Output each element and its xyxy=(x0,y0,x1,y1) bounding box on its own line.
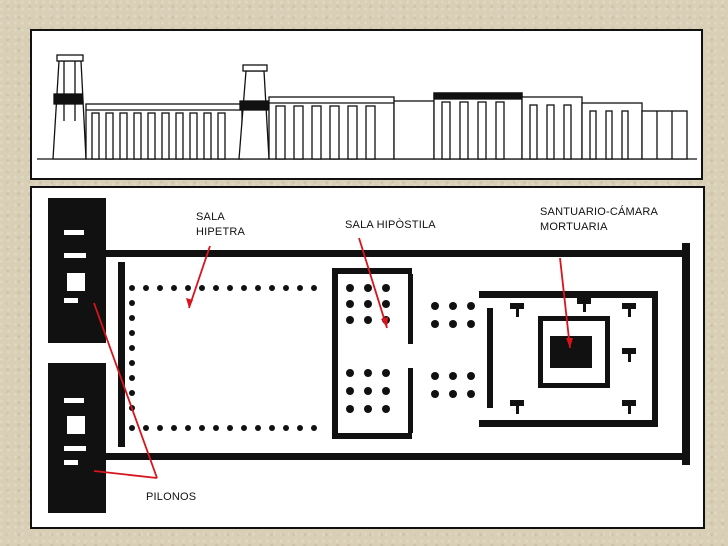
annotation-arrows xyxy=(93,237,573,479)
colonnade-1 xyxy=(91,112,226,160)
arrow-sala-hipostila xyxy=(358,237,388,329)
temple-floor-plan xyxy=(48,198,690,513)
arrow-pilonos-north xyxy=(93,302,158,479)
label-santuario-line1: SANTUARIO-CÁMARA xyxy=(540,206,659,218)
first-pylon xyxy=(52,54,87,160)
pylon-south xyxy=(48,363,106,513)
side-chambers xyxy=(510,298,636,414)
arrow-sala-hipetra xyxy=(188,245,211,309)
label-sala-hipetra-line1: SALA xyxy=(196,211,225,223)
elevation-drawing-panel xyxy=(30,29,703,180)
court-columns xyxy=(129,285,317,431)
pylon-north xyxy=(48,198,106,343)
arrow-pilonos-south xyxy=(93,470,158,479)
label-sala-hipetra-line2: HIPETRA xyxy=(196,226,246,238)
floor-plan-panel: SALA HIPETRA SALA HIPÒSTILA SANTUARIO-CÁ… xyxy=(30,186,705,529)
colonnade-2 xyxy=(275,105,376,160)
label-pilonos: PILONOS xyxy=(146,491,197,503)
label-sala-hipostila: SALA HIPÒSTILA xyxy=(345,219,436,231)
plan-walls xyxy=(48,198,690,513)
label-santuario-line2: MORTUARIA xyxy=(540,221,608,233)
arrow-santuario xyxy=(559,257,571,349)
second-pylon xyxy=(238,64,270,160)
temple-elevation-drawing xyxy=(37,54,697,160)
